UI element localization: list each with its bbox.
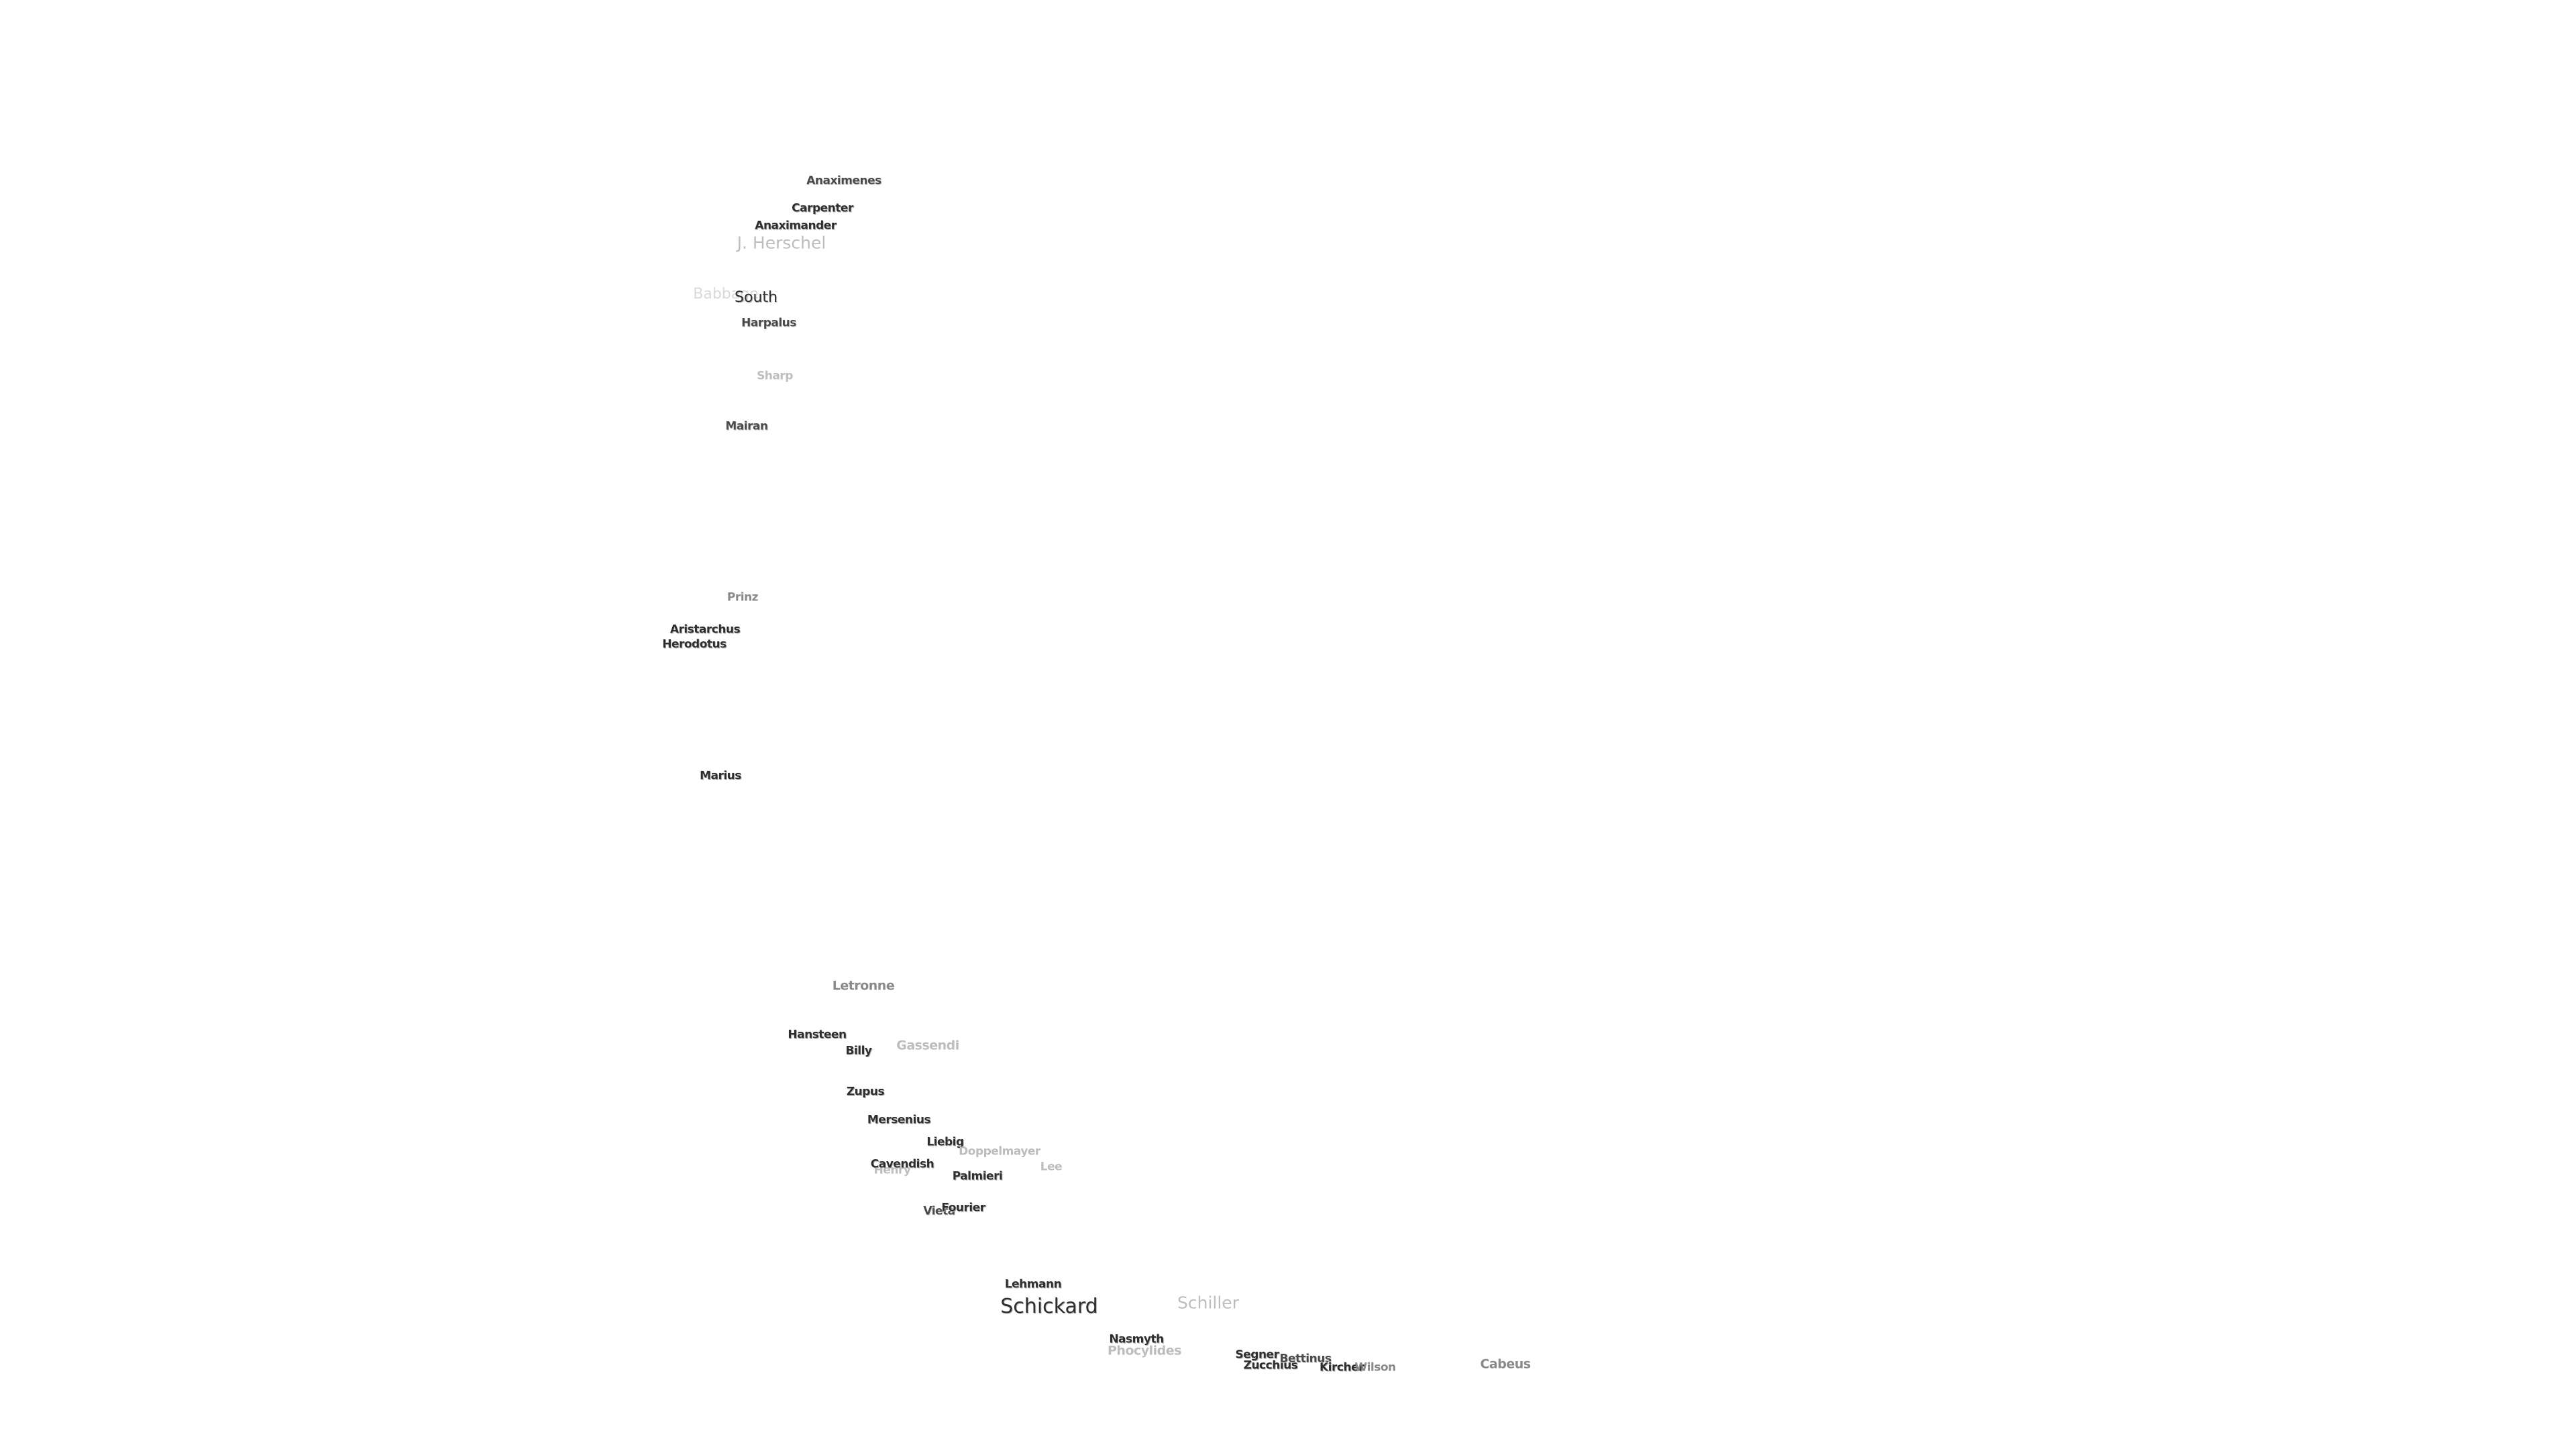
label-mersenius: Mersenius xyxy=(867,1113,931,1127)
label-south: South xyxy=(735,289,777,306)
label-schiller: Schiller xyxy=(1177,1293,1239,1313)
label-anaximander: Anaximander xyxy=(755,219,837,233)
label-liebig: Liebig xyxy=(926,1135,964,1149)
label-zucchius: Zucchius xyxy=(1243,1358,1298,1373)
label-lee: Lee xyxy=(1040,1160,1063,1174)
label-sharp: Sharp xyxy=(757,369,793,383)
label-kircher: Kircher xyxy=(1320,1360,1364,1375)
label-herodotus: Herodotus xyxy=(662,637,727,651)
label-prinz: Prinz xyxy=(727,590,759,604)
label-doppelmayer: Doppelmayer xyxy=(959,1144,1040,1159)
label-zupus: Zupus xyxy=(846,1085,885,1099)
label-nasmyth: Nasmyth xyxy=(1109,1332,1164,1346)
label-billy: Billy xyxy=(845,1044,872,1058)
label-phocylides: Phocylides xyxy=(1108,1343,1181,1358)
label-babbage: Babbage xyxy=(693,286,759,303)
label-bettinus: Bettinus xyxy=(1279,1352,1332,1366)
label-j-herschel: J. Herschel xyxy=(737,233,826,253)
label-harpalus: Harpalus xyxy=(741,316,796,330)
label-schickard: Schickard xyxy=(1000,1295,1098,1318)
label-hansteen: Hansteen xyxy=(788,1028,847,1042)
label-carpenter: Carpenter xyxy=(792,201,853,215)
label-cabeus: Cabeus xyxy=(1480,1356,1531,1372)
label-henry: Henry xyxy=(873,1163,911,1177)
label-wilson: Wilson xyxy=(1354,1360,1396,1375)
label-mairan: Mairan xyxy=(725,419,768,433)
label-gassendi: Gassendi xyxy=(896,1038,959,1053)
label-marius: Marius xyxy=(700,769,741,783)
label-segner: Segner xyxy=(1235,1348,1279,1362)
label-letronne: Letronne xyxy=(832,978,895,994)
label-cavendish: Cavendish xyxy=(870,1157,934,1171)
label-aristarchus: Aristarchus xyxy=(669,623,741,637)
label-vieta: Vieta xyxy=(923,1204,955,1218)
label-palmieri: Palmieri xyxy=(952,1169,1003,1183)
label-lehmann: Lehmann xyxy=(1004,1277,1062,1291)
label-anaximenes: Anaximenes xyxy=(806,174,881,188)
label-fourier: Fourier xyxy=(941,1201,985,1215)
